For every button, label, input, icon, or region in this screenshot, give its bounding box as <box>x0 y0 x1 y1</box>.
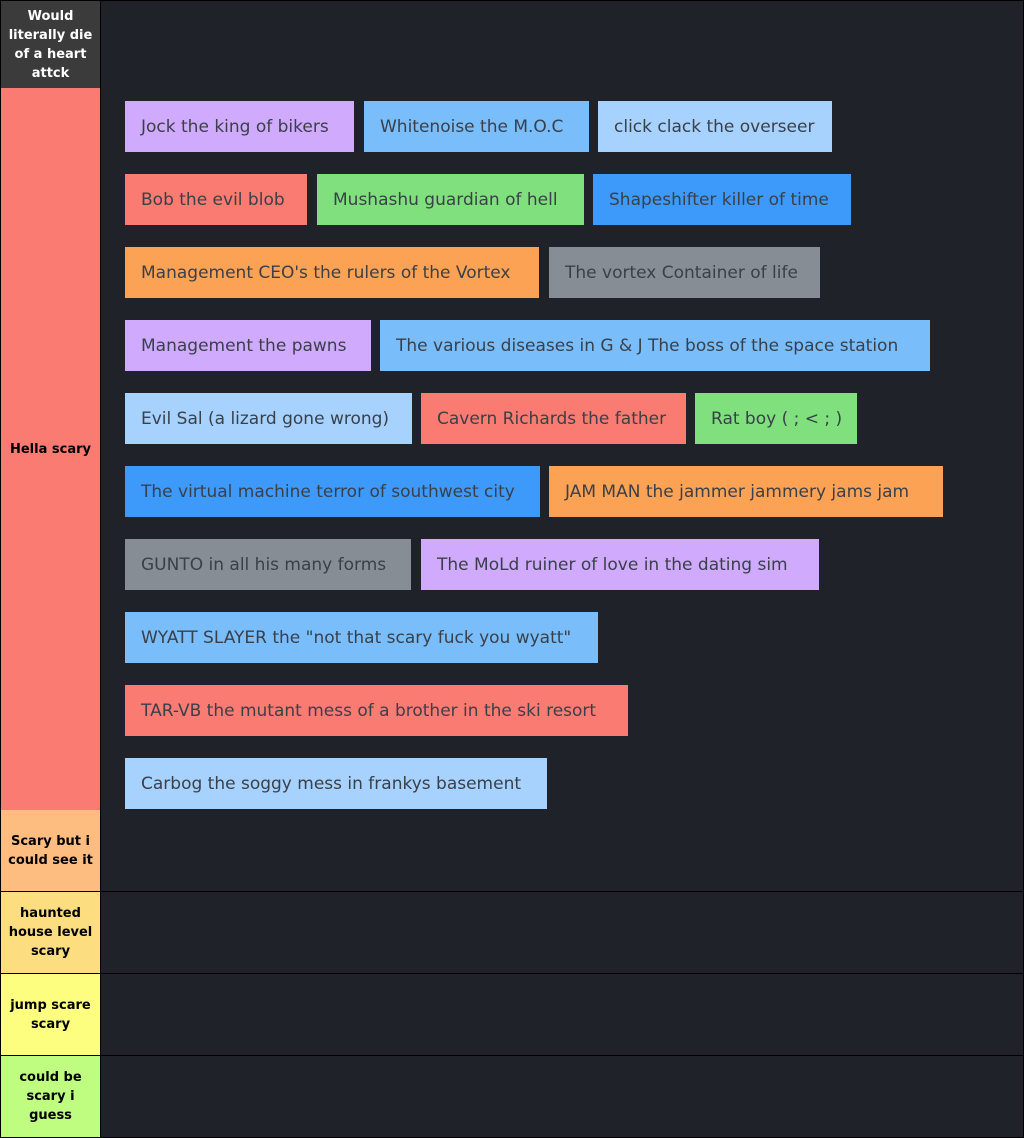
tier-item[interactable]: Evil Sal (a lizard gone wrong) <box>125 393 412 444</box>
tier-drop-zone[interactable] <box>101 810 1023 891</box>
tier-item[interactable]: Management CEO's the rulers of the Vorte… <box>125 247 539 298</box>
tier-item[interactable]: Management the pawns <box>125 320 371 371</box>
tier-item[interactable]: The various diseases in G & J The boss o… <box>380 320 930 371</box>
tier-item[interactable]: Mushashu guardian of hell <box>317 174 584 225</box>
tier-item[interactable]: TAR-VB the mutant mess of a brother in t… <box>125 685 628 736</box>
tier-item[interactable]: GUNTO in all his many forms <box>125 539 411 590</box>
tier-label[interactable]: could be scary i guess <box>1 1056 100 1137</box>
tier-label[interactable]: jump scare scary <box>1 974 100 1055</box>
tier-item[interactable]: Rat boy ( ; < ; ) <box>695 393 857 444</box>
tier-drop-zone[interactable] <box>101 892 1023 973</box>
tier-item[interactable]: Shapeshifter killer of time <box>593 174 851 225</box>
tier-drop-zone[interactable] <box>101 1056 1023 1137</box>
tier-label[interactable]: Hella scary <box>1 88 100 810</box>
tier-item[interactable]: Carbog the soggy mess in frankys basemen… <box>125 758 547 809</box>
tier-item[interactable]: The MoLd ruiner of love in the dating si… <box>421 539 819 590</box>
tier-item[interactable]: WYATT SLAYER the "not that scary fuck yo… <box>125 612 598 663</box>
tier-drop-zone[interactable] <box>101 1 1023 88</box>
tier-row-haunted-house-level-scary: haunted house level scary <box>0 891 1024 974</box>
tier-item[interactable]: The virtual machine terror of southwest … <box>125 466 540 517</box>
tier-item[interactable]: Jock the king of bikers <box>125 101 354 152</box>
tier-row-would-literally-die: Would literally die of a heart attck <box>0 0 1024 89</box>
tier-row-hella-scary: Hella scary Jock the king of bikers Whit… <box>0 87 1024 811</box>
tier-label[interactable]: haunted house level scary <box>1 892 100 973</box>
tier-item[interactable]: Bob the evil blob <box>125 174 307 225</box>
tier-item[interactable]: Cavern Richards the father <box>421 393 686 444</box>
tier-item[interactable]: click clack the overseer <box>598 101 832 152</box>
tier-row-could-be-scary-i-guess: could be scary i guess <box>0 1055 1024 1138</box>
tier-item[interactable]: Whitenoise the M.O.C <box>364 101 589 152</box>
tier-drop-zone[interactable]: Jock the king of bikers Whitenoise the M… <box>101 88 1023 810</box>
tier-row-jump-scare-scary: jump scare scary <box>0 973 1024 1056</box>
tier-row-scary-but-i-could-see-it: Scary but i could see it <box>0 809 1024 892</box>
tier-label[interactable]: Would literally die of a heart attck <box>1 1 100 88</box>
tier-item[interactable]: The vortex Container of life <box>549 247 820 298</box>
tier-drop-zone[interactable] <box>101 974 1023 1055</box>
tier-label[interactable]: Scary but i could see it <box>1 810 100 891</box>
tier-item[interactable]: JAM MAN the jammer jammery jams jam <box>549 466 943 517</box>
